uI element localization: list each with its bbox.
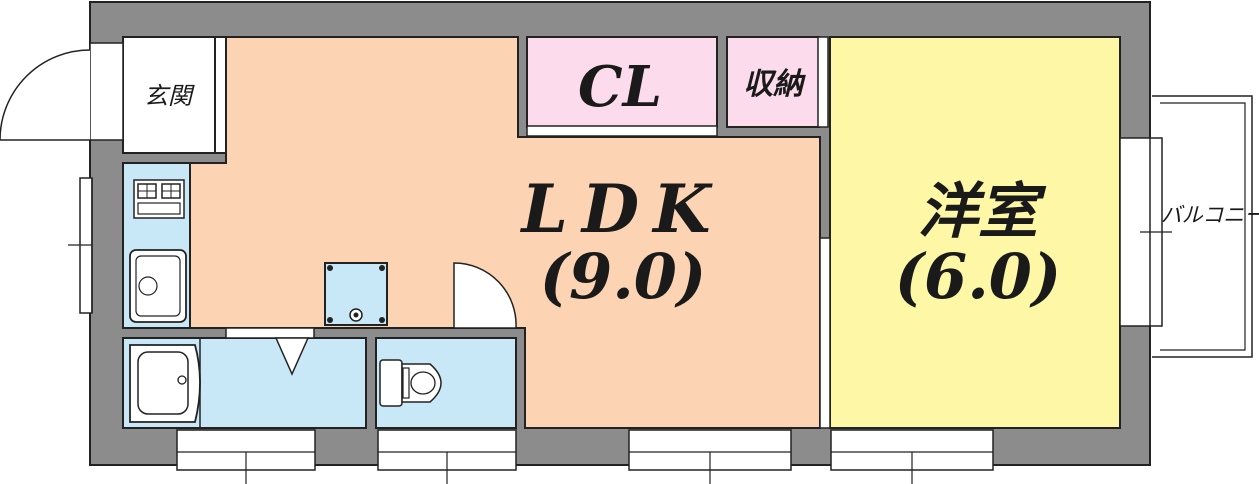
western-room-door [819, 237, 831, 429]
washer-icon [324, 262, 388, 326]
western-room-floor [829, 36, 1121, 429]
balcony-window-icon [1119, 137, 1172, 327]
stove-icon [133, 179, 185, 219]
closet-label: CL [578, 54, 662, 120]
bathroom-door-track [225, 327, 315, 339]
ldk-size: (9.0) [540, 240, 707, 313]
entrance-label: 玄関 [144, 82, 195, 110]
balcony-label: バルコニー [1161, 203, 1259, 227]
bottom-window-icon [176, 429, 316, 484]
toilet-door-swing-icon [453, 262, 517, 329]
kitchen-window-icon [68, 177, 93, 314]
storage-door-track [817, 36, 829, 128]
closet-floor [526, 36, 718, 128]
closet-door-track [526, 125, 718, 137]
storage-floor [726, 36, 820, 128]
ldk-floor [189, 36, 821, 429]
entrance-floor [122, 36, 227, 154]
toilet-icon [379, 359, 442, 407]
western-room-size: (6.0) [895, 240, 1062, 313]
bathroom-door-marker [274, 337, 310, 376]
bathtub-icon [129, 344, 201, 423]
sink-icon [129, 249, 187, 323]
western-room-label: 洋室 [918, 177, 1047, 247]
entrance-door-swing-icon [0, 42, 124, 141]
bottom-window-icon [377, 429, 517, 484]
bottom-window-icon [628, 429, 792, 484]
balcony-outline [1152, 95, 1253, 358]
bottom-window-icon [830, 429, 994, 484]
ldk-label: LDK [519, 170, 724, 248]
storage-label: 収納 [743, 67, 806, 102]
